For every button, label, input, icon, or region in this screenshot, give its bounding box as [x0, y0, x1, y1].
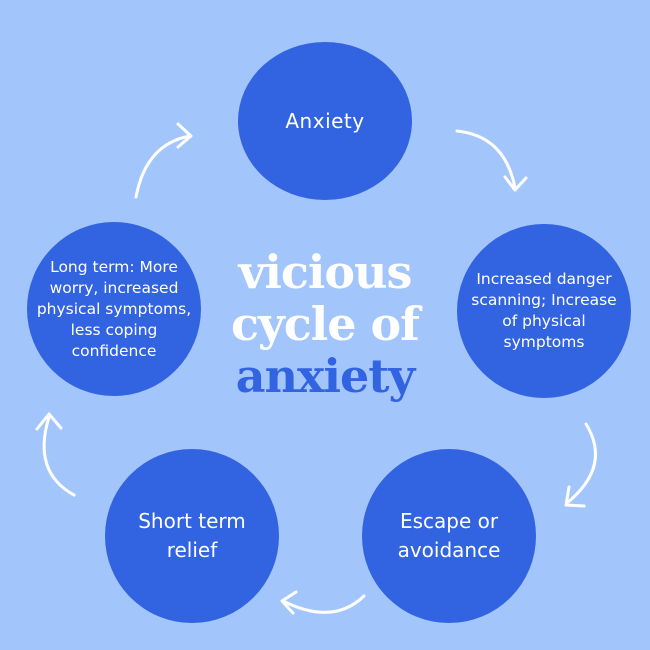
node-long-term: Long term: More worry, increased physica…	[27, 222, 201, 396]
arrow-relief-to-longterm	[35, 412, 76, 497]
node-anxiety-label: Anxiety	[285, 109, 365, 133]
node-long-term-label: Long term: More worry, increased physica…	[36, 257, 192, 360]
diagram-title: vicious cycle of anxiety	[200, 246, 450, 402]
arrow-scanning-to-escape	[564, 422, 597, 508]
node-danger-scanning-label: Increased danger scanning; Increase of p…	[471, 270, 617, 351]
arrow-anxiety-to-scanning	[455, 129, 528, 192]
title-line-3: anxiety	[235, 349, 415, 403]
title-line-1: vicious	[238, 245, 413, 299]
arrow-longterm-to-anxiety	[134, 122, 193, 199]
title-line-2: cycle of	[231, 297, 420, 351]
node-relief: Short term relief	[105, 449, 279, 623]
node-escape: Escape or avoidance	[362, 449, 536, 623]
node-relief-label: Short term relief	[138, 509, 246, 562]
node-escape-label: Escape or avoidance	[397, 509, 501, 562]
node-danger-scanning: Increased danger scanning; Increase of p…	[457, 224, 631, 398]
node-anxiety: Anxiety	[238, 42, 412, 200]
arrow-escape-to-relief	[280, 590, 366, 615]
